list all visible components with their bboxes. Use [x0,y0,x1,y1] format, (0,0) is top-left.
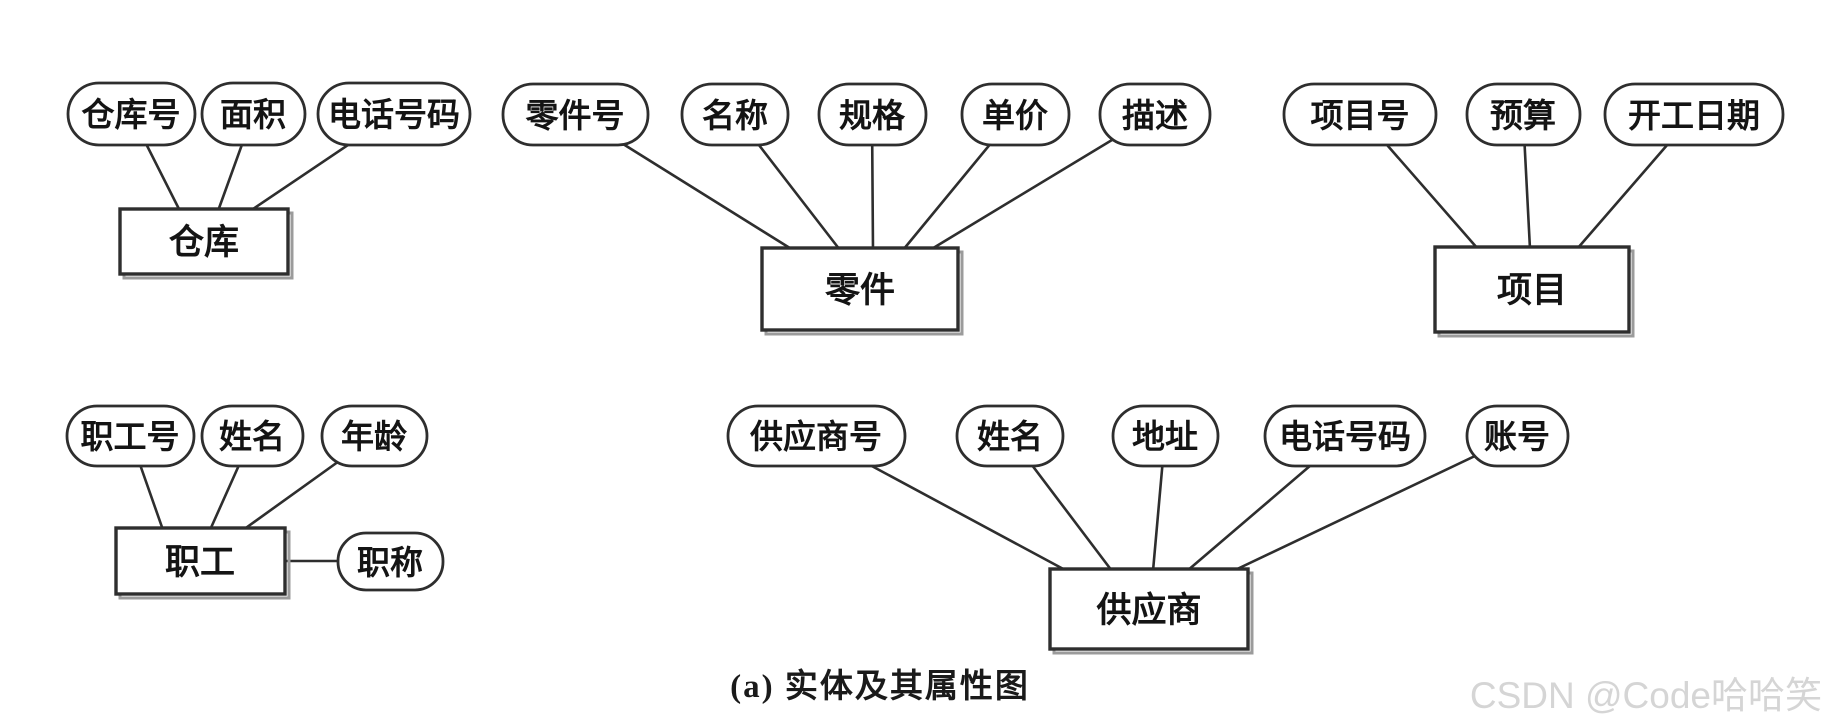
attribute-bubble [200,404,305,468]
attribute-bubble [501,82,650,147]
entity-box [1048,567,1250,651]
attribute-label: 电话号码 [1279,419,1411,456]
attribute-label: 姓名 [977,419,1043,456]
entity-label: 仓库 [169,223,239,262]
connector-line [1231,434,1519,573]
attribute-bubble [1263,404,1427,468]
entity-label: 项目 [1497,271,1567,310]
attribute-bubble [1465,404,1570,468]
attribute-bubble [1111,404,1220,468]
attribute-bubble [336,531,445,592]
entity-box [118,207,290,276]
entity-group-project: 项目号 预算 开工日期 项目 [1282,82,1785,338]
attribute-bubble [316,81,472,147]
attribute-bubble [955,404,1065,468]
attribute-bubble [1282,82,1438,147]
attribute-label: 账号 [1484,420,1550,456]
attribute-label: 面积 [220,97,286,134]
attribute-bubble [960,82,1071,147]
attribute-label: 职工号 [81,420,180,456]
attribute-bubble [726,404,907,468]
entity-box [760,246,960,332]
attribute-label: 电话号码 [328,97,460,134]
attribute-label: 职称 [357,545,423,582]
entity-label: 零件 [825,271,895,310]
attribute-label: 开工日期 [1628,98,1760,135]
attribute-bubble [200,81,307,147]
attribute-bubble [817,82,928,147]
attribute-label: 年龄 [341,419,408,456]
entity-group-warehouse: 仓库号 面积 电话号码 仓库 [66,81,472,280]
entity-box [1433,245,1631,334]
figure-caption: (a) 实体及其属性图 [730,667,1030,705]
attribute-bubble [65,404,196,468]
entity-group-part: 零件号 名称 规格 单价 描述 零件 [501,82,1212,336]
attribute-bubble [1603,82,1785,147]
attribute-label: 供应商号 [750,418,882,456]
attribute-label: 仓库号 [82,97,181,134]
entity-label: 供应商 [1096,590,1201,630]
attribute-bubble [680,82,790,147]
attribute-label: 预算 [1490,97,1556,135]
attribute-label: 单价 [982,98,1048,135]
attribute-label: 姓名 [219,419,285,456]
csdn-watermark: CSDN @Code哈哈笑 [1470,675,1822,716]
entity-group-employee: 职工号 姓名 年龄 职称 职工 [65,404,445,600]
attribute-label: 描述 [1122,98,1188,135]
attribute-label: 零件号 [526,98,625,135]
attribute-label: 项目号 [1311,99,1410,135]
connector-lines [128,112,1696,573]
entity-box [114,526,287,596]
entity-group-supplier: 供应商号 姓名 地址 电话号码 账号 供应商 [726,404,1570,655]
entity-label: 职工 [165,543,235,582]
attribute-label: 名称 [702,98,768,135]
attribute-bubble [320,404,429,468]
attribute-bubble [66,81,197,147]
attribute-bubble [1098,82,1212,147]
attribute-bubble [1465,82,1582,147]
attribute-label: 地址 [1132,419,1198,456]
attribute-label: 规格 [839,98,906,135]
